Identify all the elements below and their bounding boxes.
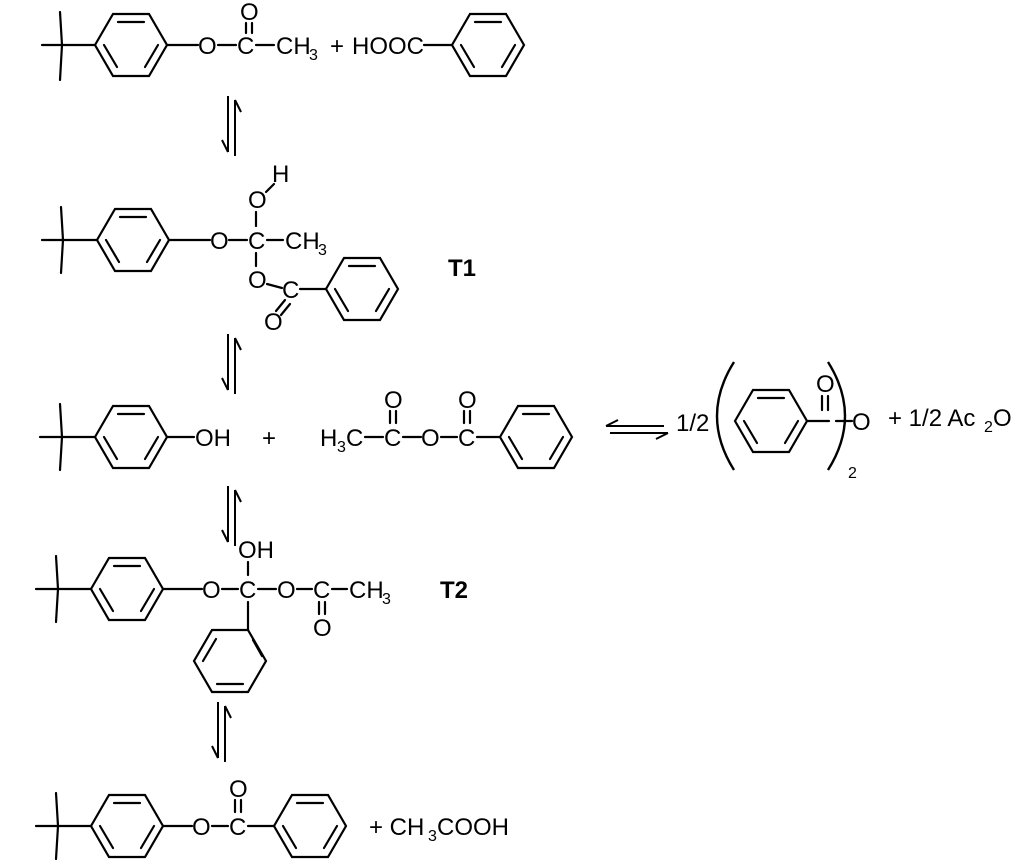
- benzoyl-carbon: C: [458, 425, 475, 452]
- carboxyl-group: HOOC: [352, 33, 424, 60]
- fraction-half: 1/2: [676, 410, 709, 437]
- acyloxy-oxygen: O: [248, 267, 267, 294]
- label-t2: T2: [440, 577, 468, 604]
- methyl-h: H: [320, 425, 337, 452]
- ac2o-oxygen: O: [993, 405, 1012, 432]
- benzoic-anhydride-half: 1/2 O 2 O: [676, 361, 871, 482]
- plus-ch: + CH: [369, 814, 424, 841]
- carbonyl-carbon: C: [229, 814, 246, 841]
- intermediate-t2: O C OH O C O CH 3: [34, 537, 391, 694]
- anhydride-oxygen: O: [852, 409, 871, 436]
- acetic-subscript: 3: [428, 828, 437, 845]
- anhydride-subscript: 2: [848, 465, 857, 482]
- methyl-subscript: 3: [337, 439, 346, 456]
- hydroxyl-group: OH: [238, 537, 274, 564]
- methyl-group: CH: [349, 577, 384, 604]
- acetic-anhydride-half: + 1/2 Ac 2 O: [888, 405, 1012, 436]
- phenol-oh: OH: [195, 425, 231, 452]
- ester-oxygen: O: [198, 33, 217, 60]
- acetyl-carbon: C: [384, 425, 401, 452]
- acetyl-oxygen: O: [313, 615, 332, 642]
- acetic-acid: + CH 3 COOH: [369, 814, 509, 845]
- anhydride-carbonyl-oxygen: O: [816, 371, 835, 398]
- carbonyl-carbon: C: [237, 33, 254, 60]
- tetrahedral-carbon: C: [248, 228, 265, 255]
- methyl-group: CH: [276, 33, 311, 60]
- plus-half-ac: + 1/2 Ac: [888, 405, 975, 432]
- methyl-group: CH: [285, 228, 320, 255]
- ac2o-subscript: 2: [984, 419, 993, 436]
- benzoyl-carbon: C: [282, 277, 299, 304]
- hydroxyl-oxygen: O: [248, 187, 267, 214]
- equilibrium-arrow-2: [221, 334, 242, 394]
- carbonyl-oxygen: O: [229, 776, 248, 803]
- ether-oxygen: O: [210, 228, 229, 255]
- equilibrium-arrow-horizontal: [605, 419, 669, 440]
- bridging-oxygen: O: [421, 425, 440, 452]
- equilibrium-arrow-3: [221, 486, 242, 546]
- methyl-subscript: 3: [382, 591, 391, 608]
- acetyl-oxygen: O: [384, 387, 403, 414]
- carbonyl-oxygen: O: [240, 0, 259, 26]
- methyl-subscript: 3: [309, 47, 318, 64]
- plus-sign: +: [262, 425, 276, 452]
- plus-sign: +: [330, 33, 344, 60]
- acetic-benzoic-anhydride: H 3 C C O O C O: [320, 387, 574, 470]
- tetrahedral-carbon: C: [239, 577, 256, 604]
- equilibrium-arrow-4: [211, 702, 232, 762]
- acetoxy-oxygen: O: [277, 577, 296, 604]
- ester-oxygen: O: [192, 814, 211, 841]
- intermediate-t1: O C O H CH 3 O C O: [40, 161, 400, 336]
- acetic-cooh: COOH: [437, 814, 509, 841]
- tert-butylphenyl-acetate: O C O CH 3: [40, 0, 318, 82]
- methyl-subscript: 3: [318, 242, 327, 259]
- benzoyl-oxygen: O: [458, 387, 477, 414]
- acetyl-carbon: C: [313, 577, 330, 604]
- equilibrium-arrow-1: [221, 96, 242, 156]
- benzoic-acid: HOOC: [352, 12, 526, 78]
- tert-butylphenol: OH: [38, 402, 231, 472]
- label-t1: T1: [448, 255, 476, 282]
- tert-butylphenyl-benzoate: O C O: [34, 776, 348, 861]
- hydroxyl-hydrogen: H: [272, 161, 289, 188]
- benzoyl-oxygen: O: [264, 309, 283, 336]
- ether-oxygen: O: [202, 577, 221, 604]
- methyl-c: C: [346, 425, 363, 452]
